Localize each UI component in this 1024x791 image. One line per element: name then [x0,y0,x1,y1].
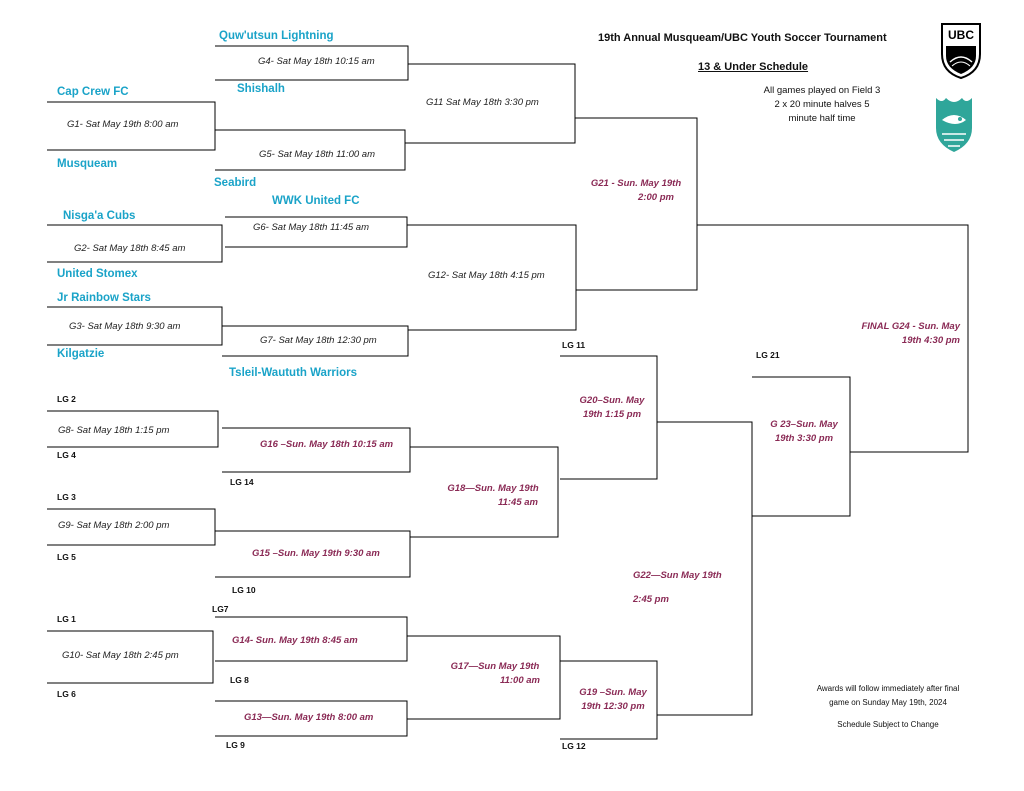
awards-note-2: game on Sunday May 19th, 2024 [829,698,947,707]
game-g1: G1- Sat May 19th 8:00 am [67,119,179,130]
label-lg2: LG 2 [57,394,76,404]
game-final-line2: 19th 4:30 pm [901,335,960,346]
g14-line [215,616,408,662]
schedule-subject-note: Schedule Subject to Change [837,720,939,729]
game-g18-line1: G18—Sun. May 19th [447,483,539,494]
g4-line [215,45,409,81]
g21-line [575,117,698,291]
game-g18: G18—Sun. May 19th 11:45 am [438,482,548,510]
game-g23-line2: 19th 3:30 pm [774,433,834,444]
g19-line [560,660,658,740]
game-g21-line1: G21 - Sun. May 19th [590,178,682,189]
label-lg7: LG7 [212,604,229,614]
awards-note-1: Awards will follow immediately after fin… [816,684,960,693]
label-lg3: LG 3 [57,492,76,502]
g16-line [222,427,411,473]
label-lg9: LG 9 [226,740,245,750]
g7-line [222,325,409,357]
game-g5: G5- Sat May 18th 11:00 am [259,149,375,160]
game-g20: G20–Sun. May 19th 1:15 pm [570,394,654,422]
game-final: FINAL G24 - Sun. May 19th 4:30 pm [852,320,960,348]
halftime-note: minute half time [788,113,856,124]
game-g10: G10- Sat May 18th 2:45 pm [62,650,179,661]
game-g14: G14- Sun. May 19th 8:45 am [232,635,358,646]
game-g19-line1: G19 –Sun. May [579,687,647,698]
team-kilgatzie: Kilgatzie [57,348,105,360]
game-g17-line2: 11:00 am [500,675,540,686]
label-lg10: LG 10 [232,585,256,595]
tournament-title: 19th Annual Musqueam/UBC Youth Soccer To… [598,32,887,44]
g20-line [560,355,658,480]
label-lg1: LG 1 [57,614,76,624]
svg-text:UBC: UBC [948,28,974,42]
team-jrrainbow: Jr Rainbow Stars [57,292,151,304]
g8-line [47,410,219,448]
halves-note: 2 x 20 minute halves 5 [774,99,870,110]
game-g13: G13—Sun. May 19th 8:00 am [244,712,374,723]
ubc-logo: UBC [941,23,981,80]
team-wwk: WWK United FC [272,195,360,207]
game-g3: G3- Sat May 18th 9:30 am [69,321,181,332]
game-g12: G12- Sat May 18th 4:15 pm [428,270,545,281]
team-seabird: Seabird [214,177,257,189]
g23-line [752,376,851,517]
tournament-subtitle: 13 & Under Schedule [698,61,809,73]
game-g22-line2: 2:45 pm [633,594,669,605]
game-g22-line1: G22—Sun May 19th [633,570,722,581]
game-g23-line1: G 23–Sun. May [770,419,838,430]
game-g2: G2- Sat May 18th 8:45 am [74,243,186,254]
game-g21-line2: 2:00 pm [638,192,674,203]
g11-line [405,63,576,144]
g5-line [215,129,406,171]
game-g17-line1: G17—Sun May 19th [450,661,540,672]
field-note: All games played on Field 3 [763,85,881,96]
g2-line [47,224,223,263]
team-tsleil: Tsleil-Waututh Warriors [229,367,357,379]
label-lg14: LG 14 [230,477,254,487]
game-g11: G11 Sat May 18th 3:30 pm [426,97,539,108]
team-capcrew: Cap Crew FC [57,86,129,98]
game-g15: G15 –Sun. May 19th 9:30 am [252,548,380,559]
label-lg5: LG 5 [57,552,76,562]
game-g8: G8- Sat May 18th 1:15 pm [58,425,170,436]
g10-line [47,630,214,684]
label-lg12: LG 12 [562,741,586,751]
game-g6: G6- Sat May 18th 11:45 am [253,222,369,233]
label-lg8: LG 8 [230,675,249,685]
g6-line [225,216,408,248]
game-g7: G7- Sat May 18th 12:30 pm [260,335,377,346]
g18-line [410,446,559,538]
team-shishalh: Shishalh [237,83,285,95]
g15-line [215,530,411,578]
g3-line [47,306,223,346]
game-g23: G 23–Sun. May 19th 3:30 pm [760,418,848,446]
game-g21: G21 - Sun. May 19th 2:00 pm [586,177,686,205]
team-quwutsun: Quw'utsun Lightning [219,30,334,42]
label-lg6: LG 6 [57,689,76,699]
game-g19: G19 –Sun. May 19th 12:30 pm [568,686,658,714]
g9-line [47,508,216,546]
game-g16: G16 –Sun. May 18th 10:15 am [260,439,394,450]
g1-line [47,101,216,151]
g22-line [657,421,753,716]
final-line [697,224,969,453]
label-lg11: LG 11 [562,340,586,350]
game-g20-line2: 19th 1:15 pm [582,409,642,420]
label-lg4: LG 4 [57,450,76,460]
game-g17: G17—Sun May 19th 11:00 am [440,660,550,688]
team-unitedstomex: United Stomex [57,268,138,280]
musqueam-logo [936,98,972,152]
game-g19-line2: 19th 12:30 pm [581,701,645,712]
game-g4: G4- Sat May 18th 10:15 am [258,56,375,67]
game-final-line1: FINAL G24 - Sun. May [861,321,960,332]
game-g9: G9- Sat May 18th 2:00 pm [58,520,170,531]
team-nisgaa: Nisga'a Cubs [63,210,136,222]
g17-line [407,635,561,720]
game-g20-line1: G20–Sun. May [579,395,645,406]
team-musqueam: Musqueam [57,158,118,170]
game-g18-line2: 11:45 am [498,497,538,508]
label-lg21: LG 21 [756,350,780,360]
g12-line [407,224,577,331]
